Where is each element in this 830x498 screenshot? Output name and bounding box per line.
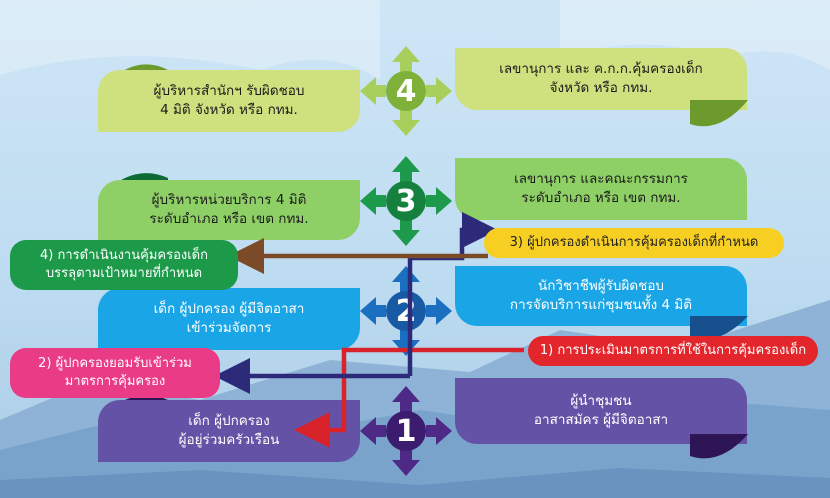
level1-right-line1: ผู้นำชุมชน [570,393,632,409]
level1-right-panel: ผู้นำชุมชน อาสาสมัคร ผู้มีจิตอาสา [455,378,747,444]
level4-left-line2: 4 มิติ จังหวัด หรือ กทม. [160,102,298,118]
step2-line1: 2) ผู้ปกครองยอมรับเข้าร่วม [38,356,192,371]
level4-left-panel: ผู้บริหารสำนักฯ รับผิดชอบ 4 มิติ จังหวัด… [98,70,360,132]
step2-tag: 2) ผู้ปกครองยอมรับเข้าร่วม มาตรการคุ้มคร… [10,348,220,398]
step4-line1: 4) การดำเนินงานคุ้มครองเด็ก [40,248,208,263]
level2-left-line1: เด็ก ผู้ปกครอง ผู้มีจิตอาสา [153,301,305,317]
level4-left-line1: ผู้บริหารสำนักฯ รับผิดชอบ [153,83,305,99]
arrow-step1 [294,347,524,448]
level1-number-badge: 1 [395,413,417,449]
step2-line2: มาตรการคุ้มครอง [64,374,166,389]
level4-right-line1: เลขานุการ และ ค.ก.ก.คุ้มครองเด็ก [499,61,703,77]
level4-right-panel: เลขานุการ และ ค.ก.ก.คุ้มครองเด็ก จังหวัด… [455,48,747,110]
level2-left-line2: เข้าร่วมจัดการ [186,320,272,336]
step1-line1: 1) การประเมินมาตรการที่ใช้ในการคุ้มครองเ… [539,343,807,358]
level3-left-line1: ผู้บริหารหน่วยบริการ 4 มิติ [151,192,307,208]
step4-line2: บรรลุตามเป้าหมายที่กำหนด [45,266,203,281]
ribbon-tab-level1-right [690,434,748,459]
arrow-step3 [407,212,498,376]
step3-tag: 3) ผู้ปกครองดำเนินการคุ้มครองเด็กที่กำหน… [484,228,784,258]
level3-right-line2: ระดับอำเภอ หรือ เขต กทม. [521,190,681,206]
four-way-arrow-icon-level3 [360,156,452,246]
level2-right-line1: นักวิชาชีพผู้รับผิดชอบ [537,278,665,294]
four-way-arrow-icon-level4 [360,46,452,136]
level1-left-line2: ผู้อยู่ร่วมครัวเรือน [178,432,280,448]
ribbon-tab-level2-right [690,316,748,340]
four-way-arrow-icon-level1 [360,386,452,476]
four-way-arrow-icon-level2 [360,266,452,356]
level3-number-badge: 3 [395,183,417,219]
level4-number-badge: 4 [395,73,417,109]
step3-line1: 3) ผู้ปกครองดำเนินการคุ้มครองเด็กที่กำหน… [509,235,759,250]
step4-tag: 4) การดำเนินงานคุ้มครองเด็ก บรรลุตามเป้า… [10,240,238,290]
level2-right-line2: การจัดบริการแก่ชุมชนทั้ง 4 มิติ [509,297,693,313]
level3-right-line1: เลขานุการ และคณะกรรมการ [514,171,688,187]
ribbon-tab-level4-right [690,100,748,127]
level1-right-line2: อาสาสมัคร ผู้มีจิตอาสา [533,412,669,428]
level4-right-line2: จังหวัด หรือ กทม. [549,80,653,96]
level1-left-line1: เด็ก ผู้ปกครอง [188,413,270,429]
level3-right-panel: เลขานุการ และคณะกรรมการ ระดับอำเภอ หรือ … [455,158,747,220]
level3-left-line2: ระดับอำเภอ หรือ เขต กทม. [149,211,309,227]
level2-left-panel: เด็ก ผู้ปกครอง ผู้มีจิตอาสา เข้าร่วมจัดก… [98,288,360,350]
step1-tag: 1) การประเมินมาตรการที่ใช้ในการคุ้มครองเ… [528,336,818,366]
level3-left-panel: ผู้บริหารหน่วยบริการ 4 มิติ ระดับอำเภอ ห… [98,180,360,240]
